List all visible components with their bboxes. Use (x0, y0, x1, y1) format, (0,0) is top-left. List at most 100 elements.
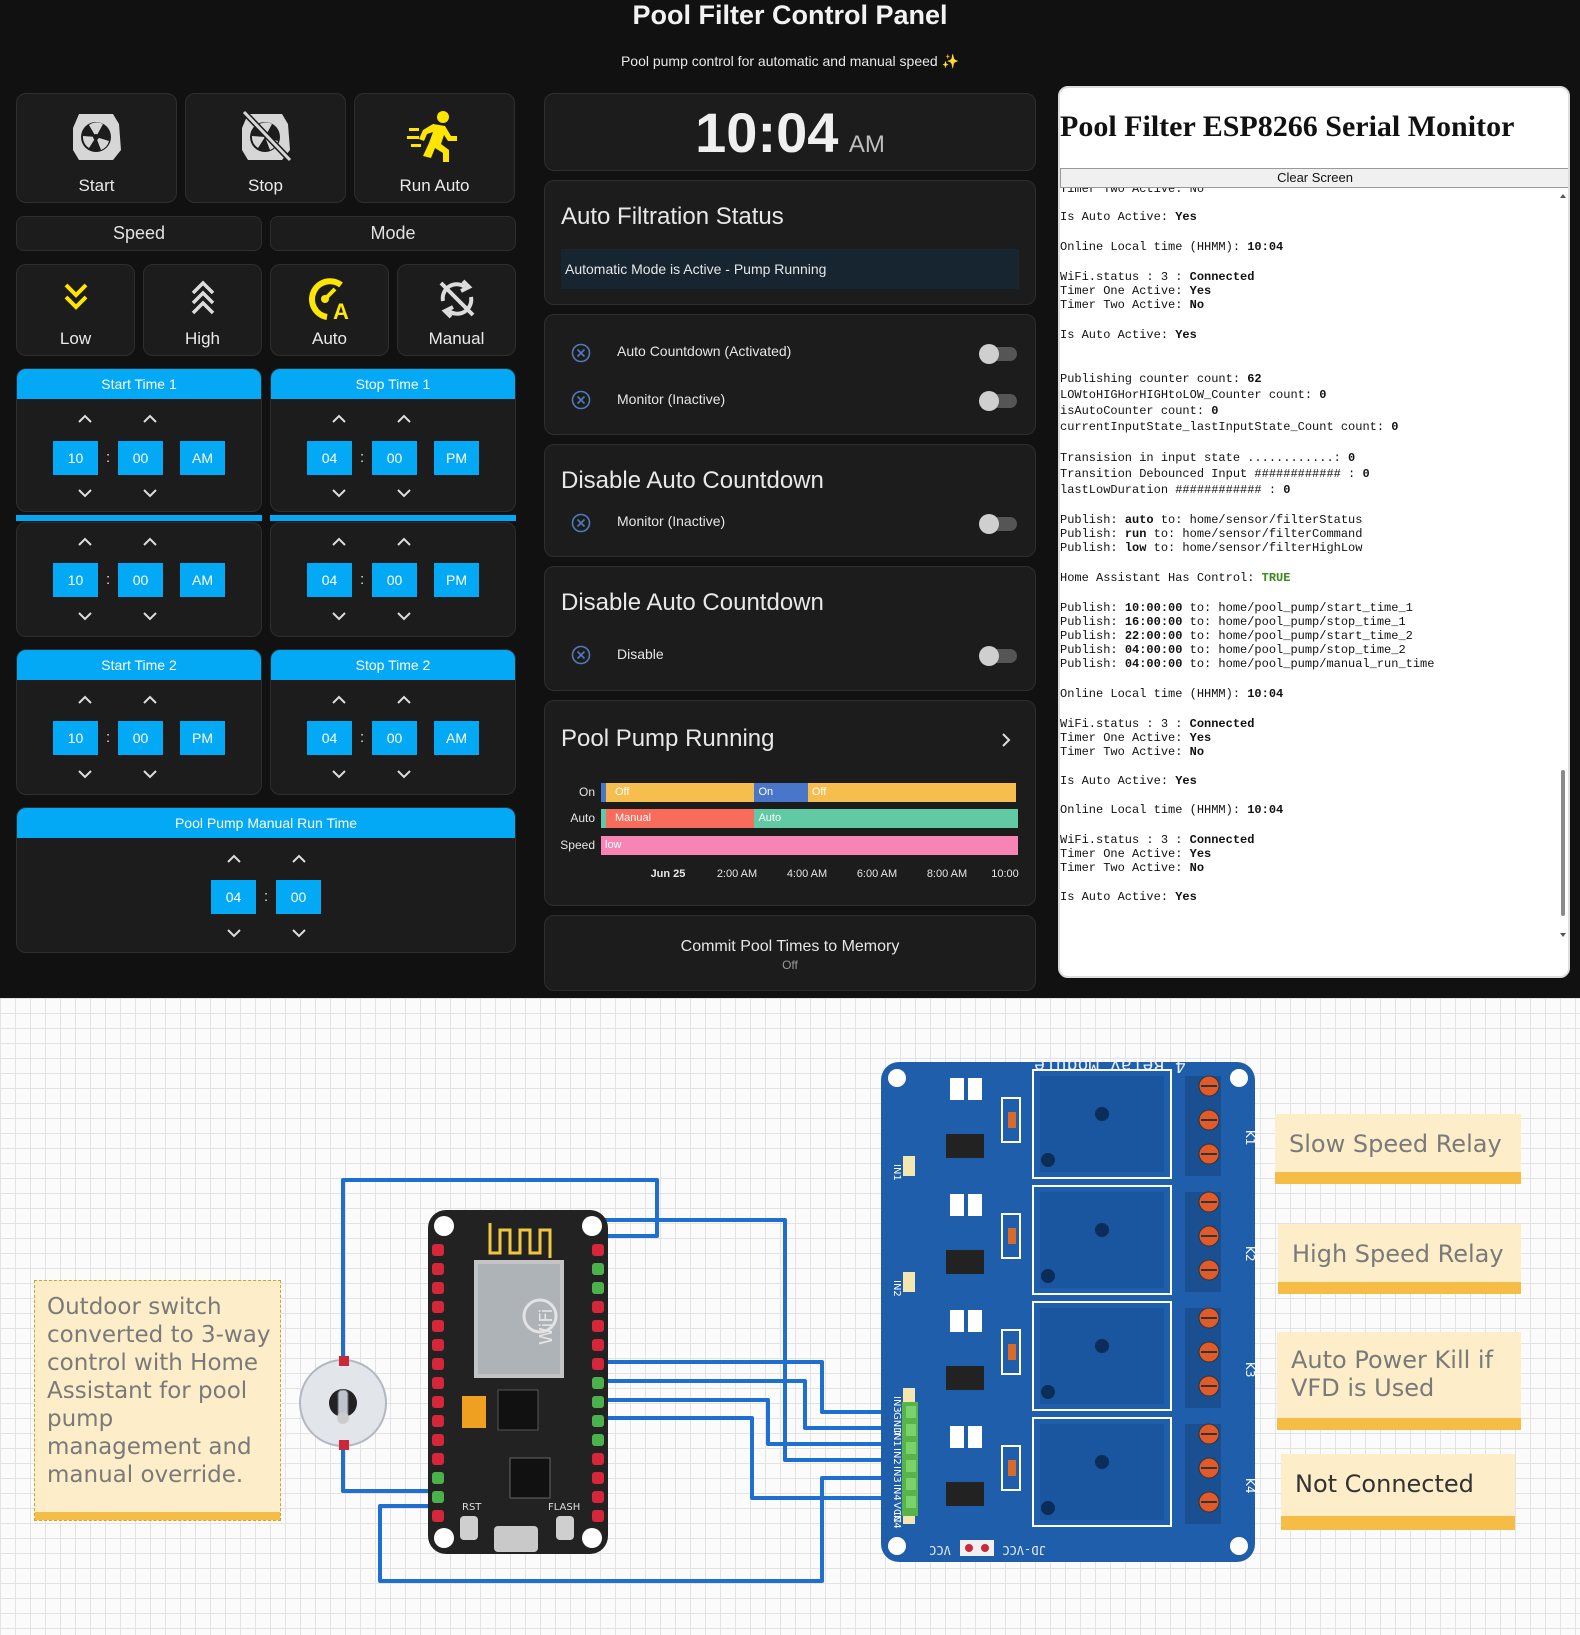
chevron-up-icon[interactable] (329, 535, 349, 549)
chevron-down-icon[interactable] (289, 926, 309, 940)
colon: : (264, 888, 269, 905)
chevron-right-icon[interactable] (999, 731, 1013, 749)
timeline-segment[interactable] (606, 809, 611, 828)
hour-field[interactable]: 04 (307, 721, 352, 755)
speed-header: Speed (16, 216, 262, 251)
log-line: Timer Two Active: No (1060, 188, 1205, 196)
hour-field[interactable]: 04 (307, 563, 352, 597)
chevron-down-icon[interactable] (224, 926, 244, 940)
timeline-row-label: On (578, 785, 595, 799)
start-button[interactable]: Start (16, 93, 177, 203)
timeline-segment[interactable] (606, 783, 611, 802)
relay-body (1040, 1192, 1164, 1288)
timeline-segment[interactable]: On (754, 783, 808, 802)
monitor-toggle[interactable] (979, 514, 1017, 534)
disable-toggle[interactable] (979, 646, 1017, 666)
ampm-field[interactable]: AM (180, 563, 225, 597)
log-line: Publish: 16:00:00 to: home/pool_pump/sto… (1060, 615, 1406, 629)
hour-field[interactable]: 10 (53, 721, 98, 755)
minute-field[interactable]: 00 (118, 563, 163, 597)
ampm-field[interactable]: PM (180, 721, 225, 755)
hour-field[interactable]: 04 (211, 880, 256, 914)
timeline-segment[interactable]: low (601, 836, 1018, 855)
minute-field[interactable]: 00 (372, 721, 417, 755)
clock-card: 10:04 AM (544, 93, 1036, 171)
chevron-up-icon[interactable] (224, 852, 244, 866)
monitor-toggle[interactable] (979, 391, 1017, 411)
chevron-up-icon[interactable] (329, 693, 349, 707)
chevron-up-icon[interactable] (289, 852, 309, 866)
log-scrollbar[interactable] (1557, 188, 1569, 976)
pin (592, 1244, 604, 1256)
hour-field[interactable]: 04 (307, 441, 352, 475)
chevron-up-icon[interactable] (140, 693, 160, 707)
relay-dot (1041, 1153, 1055, 1167)
auto-mode-button[interactable]: A Auto (270, 264, 389, 356)
chevron-down-icon[interactable] (140, 486, 160, 500)
chevron-down-icon[interactable] (75, 486, 95, 500)
chevron-down-icon[interactable] (140, 767, 160, 781)
chevron-down-icon[interactable] (329, 486, 349, 500)
chevron-down-icon[interactable] (140, 609, 160, 623)
chevron-up-icon[interactable] (75, 535, 95, 549)
chevron-up-icon[interactable] (75, 412, 95, 426)
pin (432, 1377, 444, 1389)
chevron-up-icon[interactable] (75, 693, 95, 707)
diode-band (1008, 1228, 1016, 1244)
relay-body (1040, 1424, 1164, 1520)
clock-time: 10:04 (695, 101, 839, 164)
slow-speed-note-text: Slow Speed Relay (1289, 1130, 1502, 1158)
clear-screen-button[interactable]: Clear Screen (1060, 168, 1568, 188)
timeline-segment[interactable]: Off (611, 783, 755, 802)
svg-text:JD-VCC: JD-VCC (1002, 1543, 1045, 1557)
chevron-down-icon[interactable] (75, 609, 95, 623)
minute-field[interactable]: 00 (372, 563, 417, 597)
pin (592, 1396, 604, 1408)
auto-countdown-toggle[interactable] (979, 344, 1017, 364)
timeline-segment[interactable] (601, 783, 606, 802)
diode (1001, 1213, 1021, 1259)
run-auto-button[interactable]: Run Auto (354, 93, 515, 203)
timeline-segment[interactable]: Auto (754, 809, 1018, 828)
minute-field[interactable]: 00 (372, 441, 417, 475)
chevron-down-icon[interactable] (394, 609, 414, 623)
timeline-segment[interactable] (601, 809, 606, 828)
chevron-up-icon[interactable] (329, 412, 349, 426)
minute-field[interactable]: 00 (276, 880, 321, 914)
chevron-down-icon[interactable] (329, 767, 349, 781)
hour-field[interactable]: 10 (53, 441, 98, 475)
start-time-1b-card: 10 : 00 AM (16, 522, 262, 637)
chevron-up-icon[interactable] (140, 535, 160, 549)
hour-field[interactable]: 10 (53, 563, 98, 597)
ampm-field[interactable]: AM (434, 721, 479, 755)
high-speed-button[interactable]: High (143, 264, 262, 356)
pin (592, 1415, 604, 1427)
chevron-up-icon[interactable] (394, 412, 414, 426)
timeline-segment[interactable]: Manual (611, 809, 755, 828)
minute-field[interactable]: 00 (118, 721, 163, 755)
ampm-field[interactable]: PM (434, 441, 479, 475)
minute-field[interactable]: 00 (118, 441, 163, 475)
chevron-up-icon[interactable] (394, 535, 414, 549)
timeline-segment[interactable]: Off (807, 783, 1016, 802)
manual-mode-button[interactable]: Manual (397, 264, 516, 356)
header-pin (906, 1496, 916, 1508)
low-speed-button[interactable]: Low (16, 264, 135, 356)
chevron-up-icon[interactable] (394, 693, 414, 707)
chevron-down-icon[interactable] (394, 486, 414, 500)
stop-button[interactable]: Stop (185, 93, 346, 203)
commit-times-button[interactable]: Commit Pool Times to Memory Off (544, 915, 1036, 991)
chevron-down-icon[interactable] (329, 609, 349, 623)
ampm-field[interactable]: AM (180, 441, 225, 475)
log-line: Is Auto Active: Yes (1060, 210, 1197, 224)
esp8266-board: WiFi RST FLASH (428, 1210, 608, 1554)
manual-run-time-title: Pool Pump Manual Run Time (17, 808, 515, 838)
chevron-down-icon[interactable] (394, 767, 414, 781)
chevron-up-icon[interactable] (140, 412, 160, 426)
ampm-field[interactable]: PM (434, 563, 479, 597)
optocoupler (946, 1482, 984, 1506)
not-connected-note: Not Connected (1281, 1454, 1515, 1530)
chevron-down-icon[interactable] (75, 767, 95, 781)
